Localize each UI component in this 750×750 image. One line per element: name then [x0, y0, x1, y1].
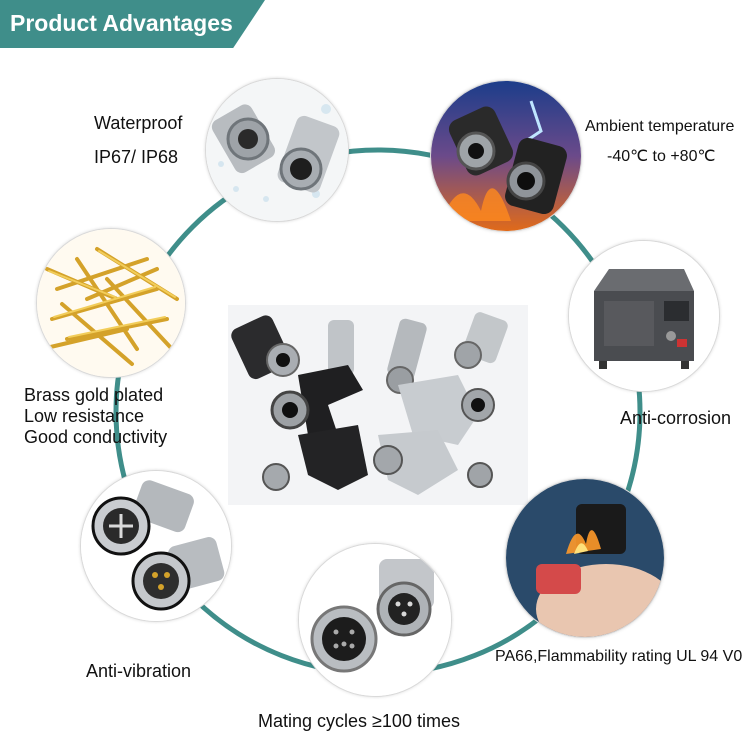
corrosion-label: Anti-corrosion — [620, 405, 731, 431]
waterproof-line1: Waterproof — [94, 113, 183, 133]
corrosion-line1: Anti-corrosion — [620, 408, 732, 428]
mating-line1: Mating cycles ≥100 times — [258, 711, 460, 731]
waterproof-line2: IP67/ IP68 — [94, 147, 179, 167]
mating-label: Mating cycles ≥100 times — [258, 708, 460, 734]
flammability-label: PA66,Flammability rating UL 94 V0 — [495, 645, 742, 669]
header-banner — [0, 0, 265, 48]
mating-cycles-photo — [298, 543, 452, 697]
brass-line1: Brass gold plated — [24, 385, 164, 405]
temperature-line1: Ambient temperature — [585, 118, 735, 135]
flammability-line1: PA66,Flammability rating UL 94 V0 — [495, 648, 743, 665]
brass-line3: Good conductivity — [24, 427, 168, 447]
page-title: Product Advantages — [10, 10, 233, 36]
brass-pins-photo — [36, 228, 186, 378]
vibration-photo — [80, 470, 232, 622]
brass-line2: Low resistance — [24, 406, 145, 426]
vibration-label: Anti-vibration — [86, 658, 191, 684]
temperature-line2: -40℃ to +80℃ — [607, 148, 716, 165]
corrosion-chamber-photo — [568, 240, 720, 392]
connector-group-photo — [228, 305, 528, 505]
waterproof-label: Waterproof IP67/ IP68 — [94, 110, 182, 170]
flammability-photo — [505, 478, 665, 638]
temperature-photo — [430, 80, 582, 232]
vibration-line1: Anti-vibration — [86, 661, 192, 681]
brass-label: Brass gold plated Low resistance Good co… — [24, 385, 167, 448]
waterproof-photo — [205, 78, 349, 222]
temperature-label: Ambient temperature -40℃ to +80℃ — [585, 115, 734, 169]
